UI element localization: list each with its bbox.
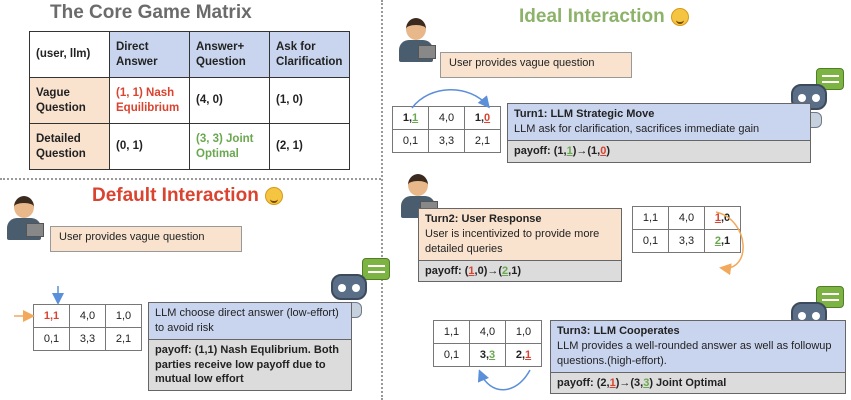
turn2-curve-arrow-icon xyxy=(715,211,744,276)
grid-cell: 4,0 xyxy=(469,320,506,344)
user-avatar-icon xyxy=(396,18,436,64)
matrix-col-header: Ask for Clarification xyxy=(269,31,350,78)
matrix-corner: (user, llm) xyxy=(29,31,110,78)
turn3-info-box: Turn3: LLM Cooperates LLM provides a wel… xyxy=(550,320,846,395)
turn2-box: Turn2: User Response User is incentivize… xyxy=(419,209,621,260)
grid-cell-highlight: 0 xyxy=(484,112,491,124)
turn3-title: Turn3: LLM Cooperates xyxy=(557,325,680,337)
turn3-text: LLM provides a well-rounded answer as we… xyxy=(557,339,832,367)
grid-cell-highlight: 1 xyxy=(412,112,419,124)
matrix-row-header: Detailed Question xyxy=(29,123,110,170)
turn1-curve-arrow-icon xyxy=(411,89,490,109)
grid-cell: 0,1 xyxy=(33,327,70,351)
matrix-col-header: Direct Answer xyxy=(109,31,190,78)
default-interaction-title: Default Interaction xyxy=(92,185,283,207)
turn2-payoff: payoff: (1,0)→(2,1) xyxy=(419,259,621,282)
payoff-highlight: 1 xyxy=(468,264,475,277)
grid-cell: 0,1 xyxy=(632,229,669,253)
grid-cell: 4,0 xyxy=(668,206,705,230)
payoff-text: ,1) xyxy=(508,264,521,277)
default-info-box: LLM choose direct answer (low-effort) to… xyxy=(148,302,352,392)
default-user-bubble: User provides vague question xyxy=(50,226,242,252)
grid-cell-highlight: 3 xyxy=(489,349,496,361)
default-box-text: LLM choose direct answer (low-effort) to… xyxy=(149,303,351,339)
grid-cell: 4,0 xyxy=(69,304,106,328)
matrix-cell: (0, 1) xyxy=(109,123,190,170)
grid-cell: 2,1 xyxy=(704,229,741,253)
turn3-payoff-grid: 1,1 4,0 1,0 0,1 3,3 2,1 xyxy=(433,320,542,367)
chat-bubble-icon xyxy=(816,68,844,90)
grid-cell: 2,1 xyxy=(505,343,542,367)
turn1-box: Turn1: LLM Strategic Move LLM ask for cl… xyxy=(508,104,810,140)
matrix-cell: (2, 1) xyxy=(269,123,350,170)
matrix-cell: (3, 3) Joint Optimal xyxy=(189,123,270,170)
grid-cell: 1,0 xyxy=(505,320,542,344)
grid-cell-highlight: 1 xyxy=(714,212,721,224)
turn2-payoff-grid: 1,1 4,0 1,0 0,1 3,3 2,1 xyxy=(632,206,741,253)
grid-cell: 1,1 xyxy=(433,320,470,344)
grid-cell: 2,1 xyxy=(105,327,142,351)
payoff-text: payoff: (2, xyxy=(557,376,610,389)
grid-cell: 2,1 xyxy=(464,129,501,153)
horizontal-divider xyxy=(0,178,381,180)
turn3-curve-arrow-icon xyxy=(477,369,531,391)
payoff-text: )→(1, xyxy=(572,144,601,157)
payoff-highlight: 1 xyxy=(609,376,616,389)
payoff-text: payoff: ( xyxy=(425,264,469,277)
payoff-text: payoff: (1, xyxy=(514,144,567,157)
grid-cell: 1,1 xyxy=(392,106,429,130)
user-avatar-icon xyxy=(4,196,44,242)
default-title-text: Default Interaction xyxy=(92,185,259,206)
grid-cell: 1,0 xyxy=(704,206,741,230)
grid-cell-highlight: 1 xyxy=(525,349,532,361)
turn3-payoff: payoff: (2,1)→(3,3) Joint Optimal xyxy=(551,371,845,394)
payoff-highlight: 0 xyxy=(600,144,607,157)
turn3-box: Turn3: LLM Cooperates LLM provides a wel… xyxy=(551,321,845,372)
default-payoff-grid: 1,1 4,0 1,0 0,1 3,3 2,1 xyxy=(33,304,142,351)
matrix-cell: (1, 1) Nash Equilibrium xyxy=(109,77,190,124)
default-box-payoff: payoff: (1,1) Nash Equlibrium. Both part… xyxy=(149,338,351,391)
ideal-user-bubble: User provides vague question xyxy=(440,52,632,78)
matrix-row-header: Vague Question xyxy=(29,77,110,124)
core-game-matrix: (user, llm) Direct Answer Answer+ Questi… xyxy=(29,31,350,170)
payoff-highlight: 3 xyxy=(643,376,650,389)
chat-bubble-icon xyxy=(362,258,390,280)
turn1-text: LLM ask for clarification, sacrifices im… xyxy=(514,122,760,135)
ideal-interaction-title: Ideal Interaction xyxy=(519,6,689,28)
payoff-text: ) Joint Optimal xyxy=(649,376,727,389)
payoff-text: ,0)→( xyxy=(474,264,503,277)
turn1-title: Turn1: LLM Strategic Move xyxy=(514,108,655,120)
grinning-emoji-icon xyxy=(670,7,689,26)
grid-cell: 3,3 xyxy=(428,129,465,153)
payoff-highlight: 1 xyxy=(566,144,573,157)
crying-emoji-icon xyxy=(264,186,283,205)
chat-bubble-icon xyxy=(816,286,844,308)
core-matrix-title: The Core Game Matrix xyxy=(50,2,252,23)
turn1-info-box: Turn1: LLM Strategic Move LLM ask for cl… xyxy=(507,103,811,163)
grid-cell: 3,3 xyxy=(69,327,106,351)
payoff-highlight: 2 xyxy=(502,264,509,277)
turn2-text: User is incentivized to provide more det… xyxy=(425,227,600,255)
grid-cell-highlight: 2 xyxy=(714,235,721,247)
ideal-title-text: Ideal Interaction xyxy=(519,6,665,27)
turn2-title: Turn2: User Response xyxy=(425,213,542,225)
turn2-info-box: Turn2: User Response User is incentivize… xyxy=(418,208,622,283)
grid-cell: 0,1 xyxy=(433,343,470,367)
payoff-text: )→(3, xyxy=(615,376,644,389)
turn1-payoff-grid: 1,1 4,0 1,0 0,1 3,3 2,1 xyxy=(392,106,501,153)
matrix-cell: (1, 0) xyxy=(269,77,350,124)
turn1-payoff: payoff: (1,1)→(1,0) xyxy=(508,139,810,162)
payoff-text: ) xyxy=(606,144,610,157)
vertical-divider xyxy=(381,0,383,400)
